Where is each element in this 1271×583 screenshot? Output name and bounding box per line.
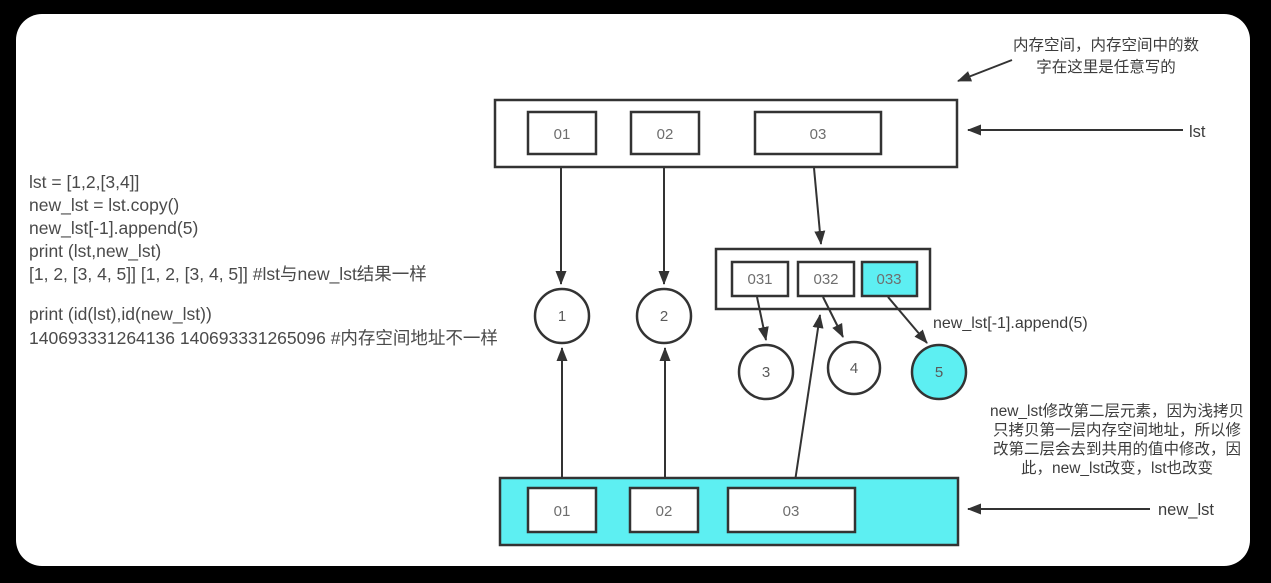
value-circle-1-label: 1	[558, 308, 566, 325]
shallow-copy-note-line-2: 只拷贝第一层内存空间地址，所以修	[993, 421, 1242, 439]
code-line-2: new_lst = lst.copy()	[29, 195, 179, 216]
shallow-copy-note-line-4: 此，new_lst改变，lst也改变	[1021, 459, 1213, 477]
lst-cell-02-label: 02	[657, 126, 674, 143]
shallow-copy-note: new_lst修改第二层元素，因为浅拷贝 只拷贝第一层内存空间地址，所以修 改第…	[990, 402, 1244, 477]
value-circle-4	[826, 340, 882, 396]
lst-pointer: lst	[967, 123, 1206, 141]
memory-note: 内存空间，内存空间中的数 字在这里是任意写的	[957, 36, 1200, 82]
new-lst-cell-03	[726, 486, 857, 534]
lst-cell-01	[526, 110, 598, 156]
code-line-7: 140693331264136 140693331265096 #内存空间地址不…	[29, 328, 498, 348]
new-lst-cell-01	[526, 486, 598, 534]
value-circle-3-label: 3	[762, 364, 770, 381]
append-note-label: new_lst[-1].append(5)	[933, 315, 1088, 332]
sublist-cell-032	[796, 260, 856, 298]
new-lst-memory-box: 01 02 03	[498, 476, 960, 547]
value-circles: 1 2 3 4 5	[533, 287, 968, 401]
lst-memory-box: 01 02 03	[493, 98, 959, 169]
new-lst-cell-03-label: 03	[783, 503, 800, 520]
shallow-copy-note-line-1: new_lst修改第二层元素，因为浅拷贝	[990, 402, 1244, 420]
new-lst-cell-02-label: 02	[656, 503, 673, 520]
memory-note-arrow	[957, 59, 1013, 82]
value-circle-2	[635, 287, 693, 345]
value-circle-5-highlighted	[910, 343, 968, 401]
sublist-cell-032-label: 032	[813, 271, 838, 288]
value-circle-4-label: 4	[850, 360, 858, 377]
new-lst-pointer-label: new_lst	[1158, 501, 1214, 519]
code-line-3: new_lst[-1].append(5)	[29, 218, 198, 239]
memory-note-line-1: 内存空间，内存空间中的数	[1013, 36, 1200, 54]
new-lst-cell-01-label: 01	[554, 503, 571, 520]
lst-cell-02	[629, 110, 701, 156]
arrow-newlst03-to-sublist	[793, 314, 824, 489]
shallow-copy-note-line-3: 改第二层会去到共用的值中修改，因	[993, 440, 1241, 458]
lst-pointer-label: lst	[1189, 123, 1206, 141]
sublist-memory-box: 031 032 033	[714, 247, 932, 311]
value-circle-5-label: 5	[935, 364, 943, 381]
value-circle-1	[533, 287, 591, 345]
lst-cell-03-label: 03	[810, 126, 827, 143]
new-lst-cell-02	[628, 486, 700, 534]
reference-arrows	[555, 167, 928, 489]
arrow-032-to-value4	[822, 296, 844, 338]
code-line-4: print (lst,new_lst)	[29, 241, 161, 262]
value-circle-3	[737, 343, 795, 401]
code-line-6: print (id(lst),id(new_lst))	[29, 304, 212, 325]
arrow-033-to-value5	[887, 296, 928, 344]
sublist-cell-033-label: 033	[876, 271, 901, 288]
code-line-5: [1, 2, [3, 4, 5]] [1, 2, [3, 4, 5]] #lst…	[29, 264, 427, 285]
arrow-lst03-to-sublist	[813, 167, 826, 245]
sublist-cell-031	[730, 260, 790, 298]
sublist-cell-031-label: 031	[747, 271, 772, 288]
value-circle-2-label: 2	[660, 308, 668, 325]
new-lst-pointer: new_lst	[967, 501, 1214, 519]
code-line-1: lst = [1,2,[3,4]]	[29, 172, 139, 192]
code-block: lst = [1,2,[3,4]] new_lst = lst.copy() n…	[29, 172, 498, 348]
memory-note-line-2: 字在这里是任意写的	[1036, 57, 1176, 76]
lst-cell-01-label: 01	[554, 126, 571, 143]
arrow-031-to-value3	[756, 296, 769, 341]
sublist-cell-033-highlighted	[860, 260, 919, 298]
lst-cell-03	[753, 110, 883, 156]
